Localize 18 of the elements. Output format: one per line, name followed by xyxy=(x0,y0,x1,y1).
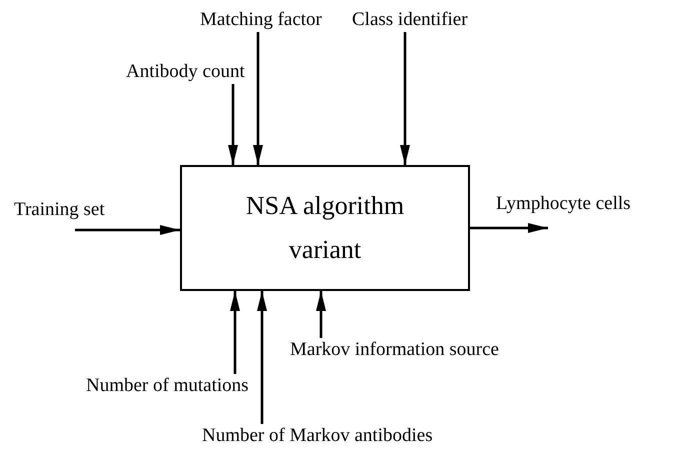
arrow xyxy=(470,223,548,233)
arrow-label: Training set xyxy=(14,198,105,230)
arrow-label: Markov information source xyxy=(290,338,499,362)
arrow xyxy=(316,291,326,338)
process-label: NSA algorithm variant xyxy=(244,190,406,266)
arrow xyxy=(253,32,263,165)
arrow xyxy=(257,291,267,424)
arrow-label: Number of mutations xyxy=(86,374,249,398)
arrow-label: Antibody count xyxy=(126,60,245,84)
arrow xyxy=(228,84,238,165)
arrow xyxy=(400,32,410,165)
arrow xyxy=(75,225,180,235)
arrow-label: Lymphocyte cells xyxy=(496,192,631,228)
arrow-label: Matching factor xyxy=(200,8,322,32)
arrow xyxy=(230,291,240,374)
process-box xyxy=(180,165,470,291)
arrow-label: Class identifier xyxy=(352,8,468,32)
arrow-label: Number of Markov antibodies xyxy=(202,424,433,448)
